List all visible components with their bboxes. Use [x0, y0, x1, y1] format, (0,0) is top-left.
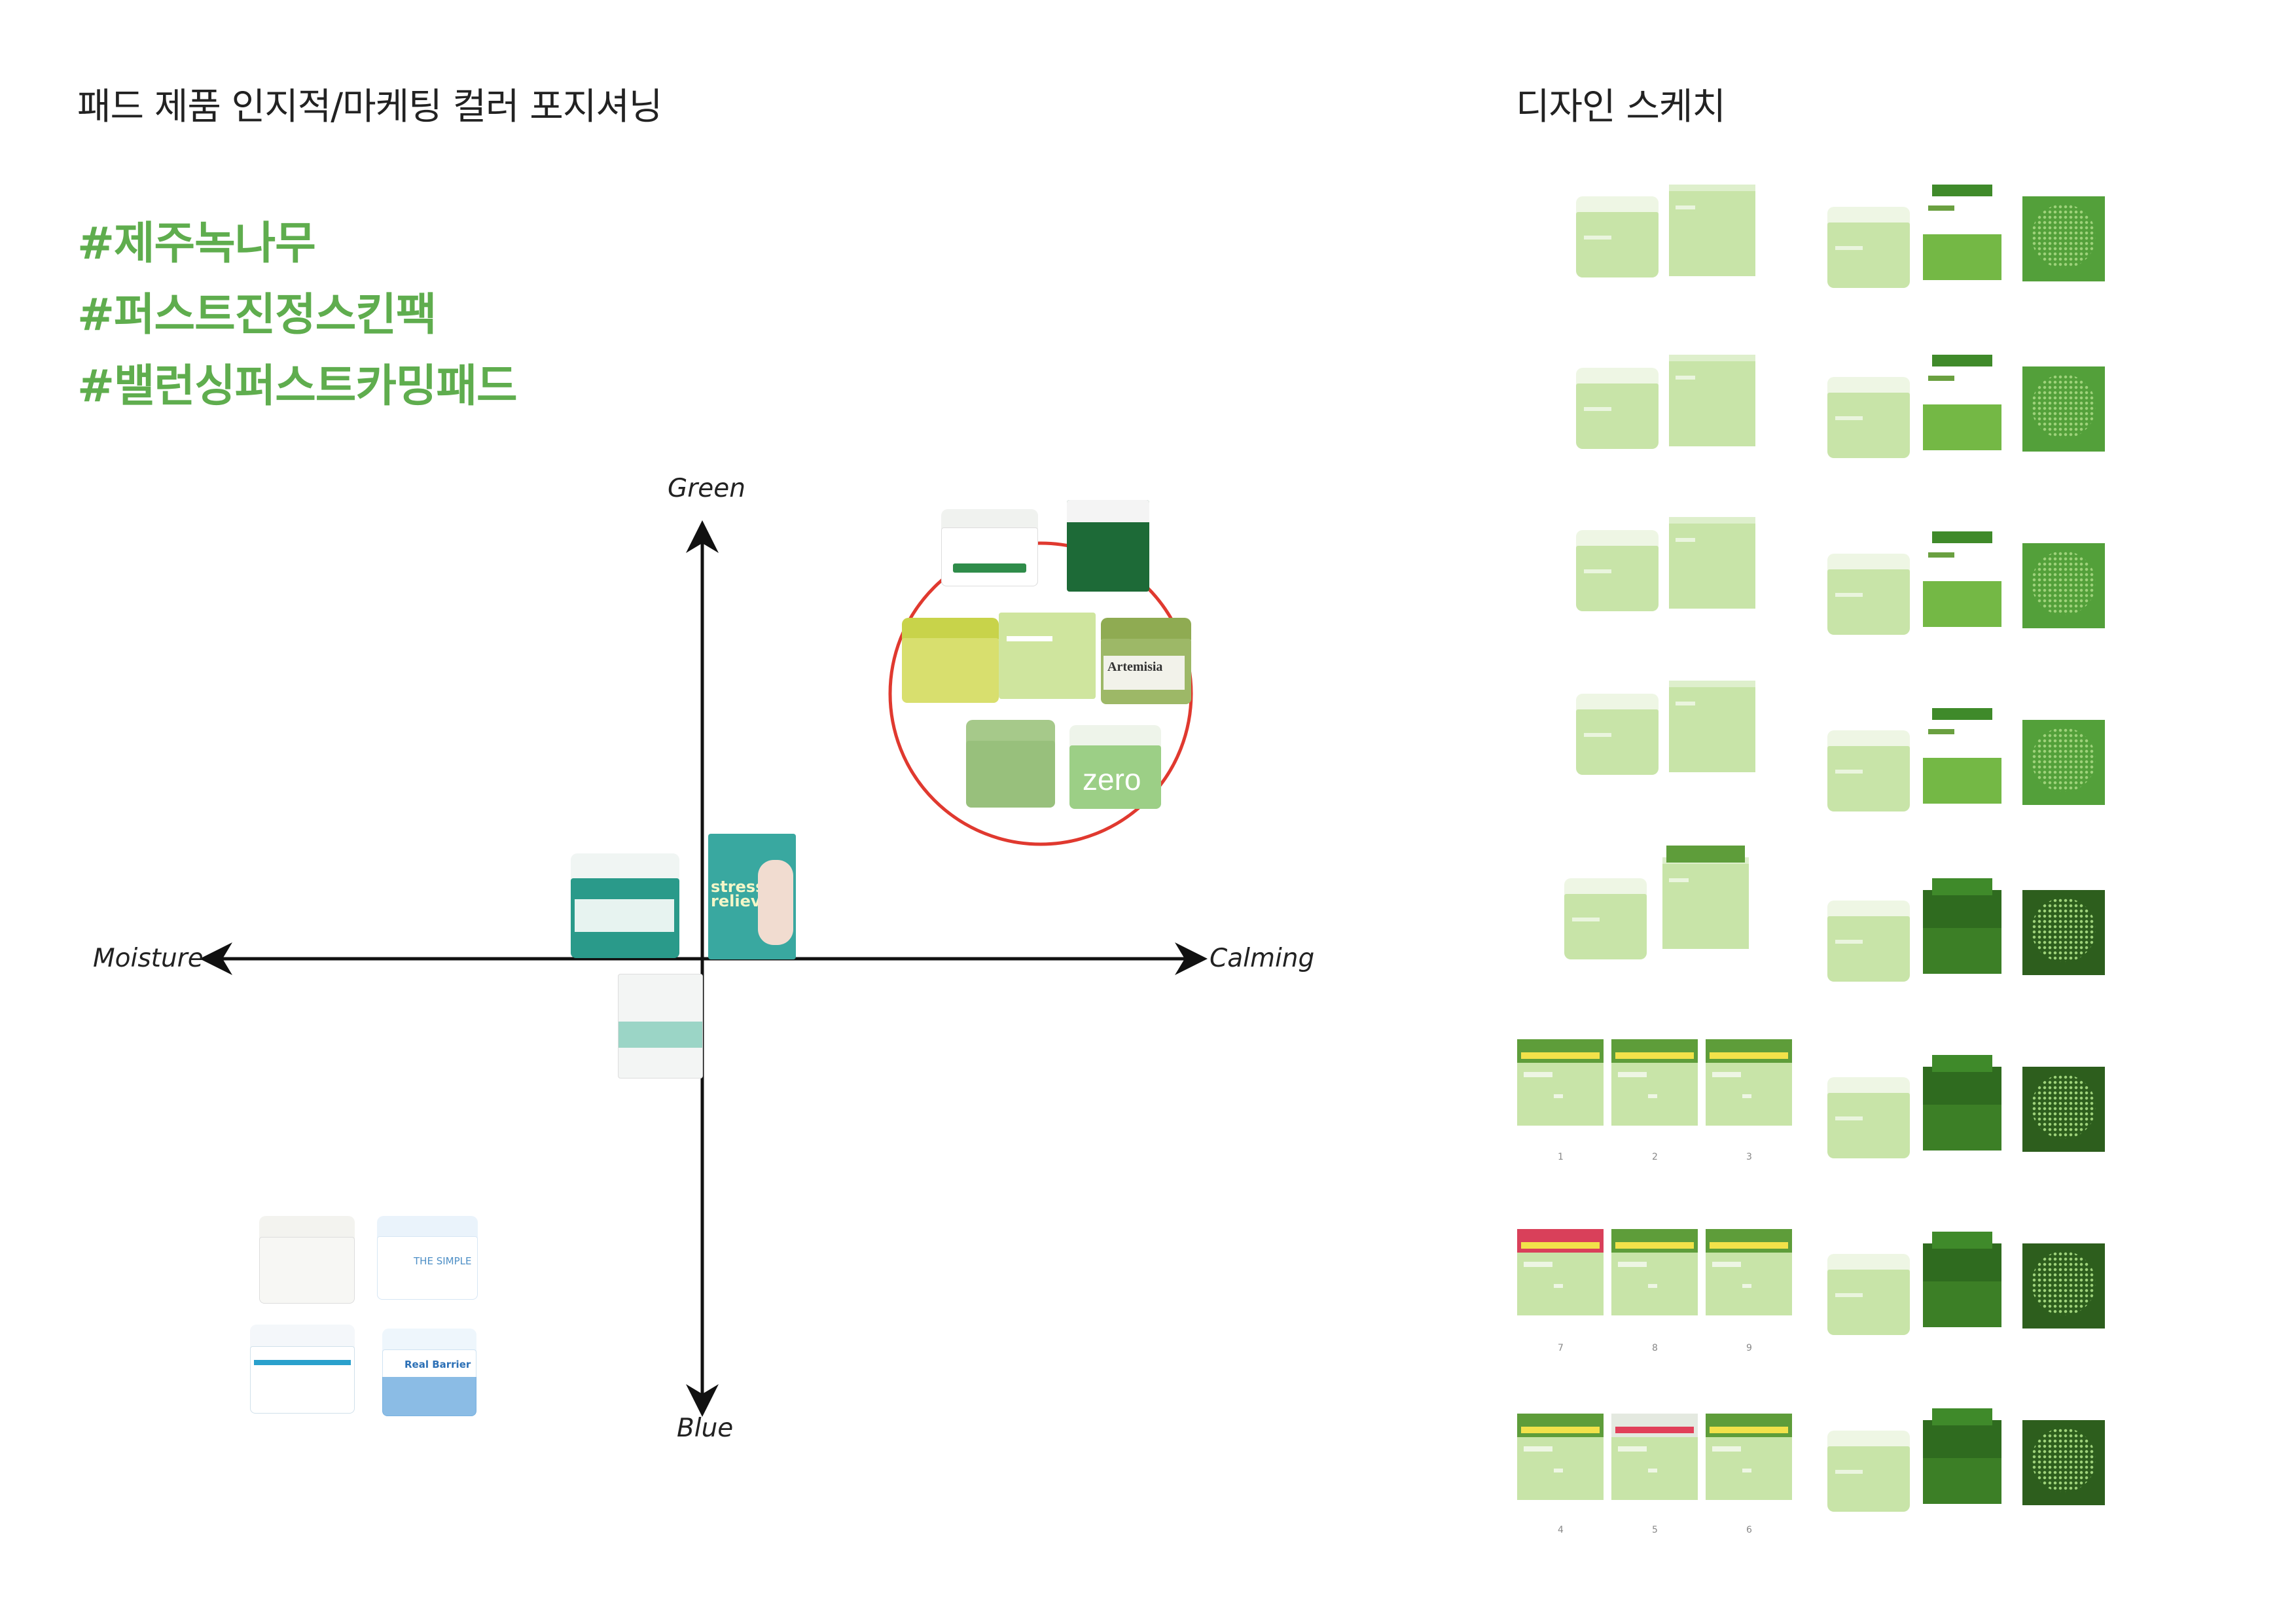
variant-number: 6 [1746, 1525, 1752, 1535]
product-jar [259, 1216, 355, 1304]
axis-label-top: Green [668, 474, 745, 503]
variant-box [1517, 1414, 1604, 1500]
sketch-box [1662, 846, 1749, 949]
sketch-jar [1827, 554, 1910, 635]
variant-number: 7 [1558, 1343, 1564, 1353]
sketch-jar [1827, 207, 1910, 288]
hashtag-list: #제주녹나무 #퍼스트진정스킨팩 #밸런싱퍼스트카밍패드 [77, 208, 518, 422]
sketch-jar [1576, 196, 1659, 277]
axis-label-right: Calming [1210, 944, 1315, 973]
variant-box [1611, 1039, 1698, 1126]
hashtag-item: #제주녹나무 [77, 218, 316, 270]
product-jar [902, 618, 999, 703]
sketch-pattern-box [2022, 196, 2105, 281]
sketch-pattern-box [2022, 890, 2105, 975]
product-jar: Artemisia [1101, 618, 1191, 704]
sketch-title: 디자인 스케치 [1516, 86, 1726, 128]
sketch-package-box [1923, 1232, 2001, 1327]
sketch-jar [1827, 1431, 1910, 1512]
variant-box [1611, 1414, 1698, 1500]
sketch-jar [1827, 1077, 1910, 1158]
green-cluster-highlight-circle [888, 541, 1193, 846]
variant-box [1706, 1414, 1792, 1500]
sketch-jar [1576, 368, 1659, 449]
product-jar [250, 1325, 355, 1414]
variant-number: 1 [1558, 1152, 1564, 1162]
product-jar: THE SIMPLE [377, 1216, 478, 1300]
sketch-pattern-box [2022, 1243, 2105, 1329]
product-jar [966, 720, 1055, 808]
sketch-package-box [1923, 355, 2001, 450]
product-label-real-barrier: Real Barrier [404, 1359, 471, 1370]
product-jar [571, 853, 679, 958]
sketch-jar [1827, 901, 1910, 982]
sketch-jar [1576, 530, 1659, 611]
sketch-package-box [1923, 708, 2001, 804]
axis-label-left: Moisture [93, 944, 204, 973]
sketch-box [1669, 185, 1755, 276]
product-box [618, 974, 703, 1079]
product-label-artemisia: Artemisia [1107, 660, 1163, 674]
product-box [999, 613, 1096, 699]
product-label-zero: zero [1083, 762, 1141, 796]
sketch-jar [1827, 1254, 1910, 1335]
variant-number: 9 [1746, 1343, 1752, 1353]
product-jar [941, 509, 1038, 586]
positioning-title: 패드 제품 인지적/마케팅 컬러 포지셔닝 [77, 86, 662, 128]
sketch-package-box [1923, 1055, 2001, 1150]
variant-number: 8 [1652, 1343, 1658, 1353]
variant-box [1611, 1229, 1698, 1315]
hashtag-item: #밸런싱퍼스트카밍패드 [77, 361, 518, 412]
sketch-box [1669, 517, 1755, 609]
variant-number: 3 [1746, 1152, 1752, 1162]
sketch-pattern-box [2022, 543, 2105, 628]
sketch-box [1669, 681, 1755, 772]
sketch-package-box [1923, 531, 2001, 627]
sketch-pattern-box [2022, 1420, 2105, 1505]
sketch-box [1669, 355, 1755, 446]
sketch-pattern-box [2022, 366, 2105, 452]
product-label-the-simple: THE SIMPLE [414, 1255, 472, 1267]
sketch-jar [1564, 878, 1647, 959]
variant-number: 2 [1652, 1152, 1658, 1162]
sketch-package-box [1923, 878, 2001, 974]
sketch-package-box [1923, 185, 2001, 280]
product-jar: zero [1069, 725, 1161, 809]
axis-label-bottom: Blue [677, 1414, 734, 1443]
product-pack: stress relieving [708, 834, 796, 959]
sketch-pattern-box [2022, 1067, 2105, 1152]
variant-box [1706, 1039, 1792, 1126]
variant-number: 5 [1652, 1525, 1658, 1535]
hashtag-item: #퍼스트진정스킨팩 [77, 289, 437, 341]
variant-box [1517, 1229, 1604, 1315]
sketch-package-box [1923, 1408, 2001, 1504]
variant-box [1517, 1039, 1604, 1126]
sketch-jar [1576, 694, 1659, 775]
variant-box [1706, 1229, 1792, 1315]
variant-number: 4 [1558, 1525, 1564, 1535]
sketch-jar [1827, 730, 1910, 812]
sketch-pattern-box [2022, 720, 2105, 805]
sketch-jar [1827, 377, 1910, 458]
product-jar: Real Barrier [382, 1329, 476, 1416]
product-box [1067, 500, 1149, 592]
